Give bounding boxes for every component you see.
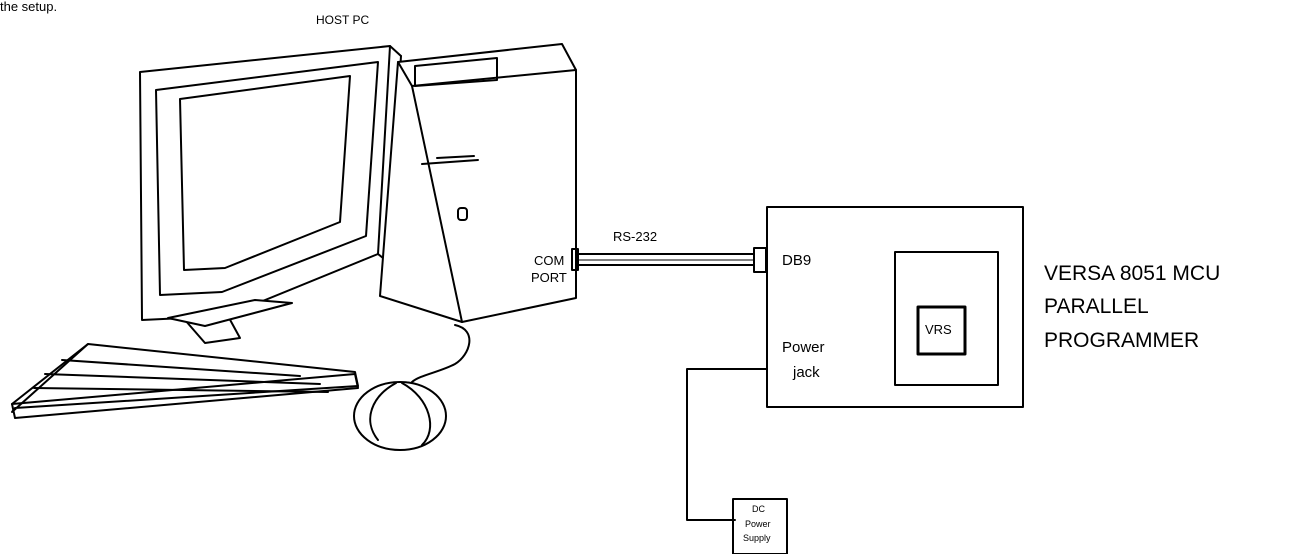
caption-fragment: the setup. <box>0 0 58 14</box>
programmer-name-line2: PARALLEL <box>1044 295 1149 318</box>
rs232-label: RS-232 <box>613 229 658 244</box>
programmer-name-line3: PROGRAMMER <box>1044 329 1200 352</box>
rs232-cable <box>572 248 766 272</box>
tower-illustration <box>380 44 576 322</box>
power-jack-label-line2: jack <box>793 364 820 381</box>
power-cable <box>687 369 767 520</box>
power-supply-label-line2: Power <box>745 519 771 529</box>
com-port-label-line2: PORT <box>531 270 567 285</box>
power-supply-label-line3: Supply <box>743 533 771 543</box>
host-pc-label: HOST PC <box>316 13 370 27</box>
keyboard-illustration <box>12 344 358 418</box>
mouse-illustration <box>354 325 469 450</box>
com-port-label-line1: COM <box>534 253 565 268</box>
db9-label: DB9 <box>782 252 812 269</box>
programmer-name-line1: VERSA 8051 MCU <box>1044 262 1221 285</box>
power-jack-label-line1: Power <box>782 339 825 356</box>
socket-outline <box>895 252 998 385</box>
power-supply-label-line1: DC <box>752 504 765 514</box>
dc-power-supply-box <box>733 499 787 554</box>
vrs-chip <box>918 307 965 354</box>
vrs-chip-label: VRS <box>925 322 952 337</box>
monitor-illustration <box>140 46 401 343</box>
